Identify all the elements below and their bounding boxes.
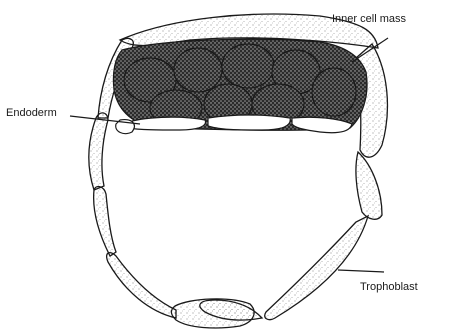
inner-cell-mass-label: Inner cell mass (332, 13, 406, 25)
trophoblast-cell (94, 187, 116, 256)
trophoblast-cell (356, 152, 382, 219)
endoderm-label: Endoderm (6, 107, 57, 119)
inner-cell (222, 44, 274, 88)
inner-cell (312, 68, 356, 116)
trophoblast-label: Trophoblast (360, 281, 418, 293)
trophoblast-cell (265, 216, 368, 320)
inner-cell (174, 48, 222, 92)
trophoblast-cell (89, 113, 108, 190)
endoderm-layer (116, 115, 352, 134)
trophoblast-leader (338, 270, 384, 272)
endoderm-cell (208, 115, 290, 130)
trophoblast-cell (171, 299, 254, 328)
trophoblast-cell (107, 253, 176, 318)
